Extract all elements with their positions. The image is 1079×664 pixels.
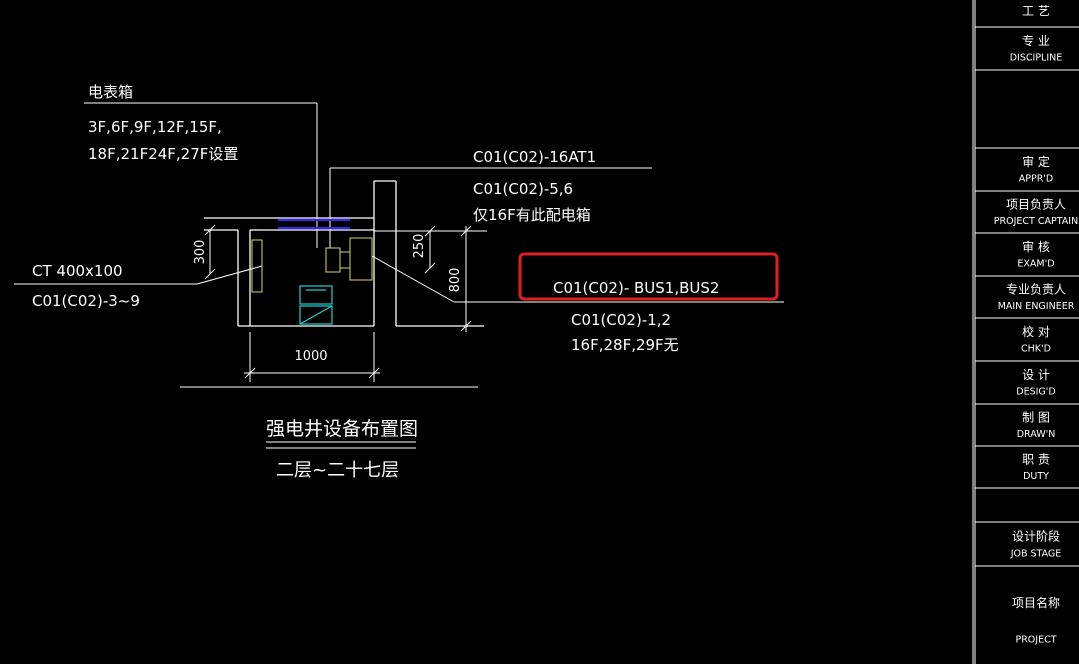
title-block-label-en: DISCIPLINE — [1010, 53, 1063, 64]
title-block-label-en: DRAW'N — [1017, 429, 1056, 440]
c12-label: C01(C02)-1,2 — [571, 311, 671, 329]
highlight-box[interactable] — [518, 252, 779, 301]
dimension-300: 300 — [193, 224, 216, 280]
cabinet-56-label: C01(C02)-5,6 — [473, 180, 573, 198]
title-block-label-cn: 专业负责人 — [1006, 282, 1066, 297]
c12-note: 16F,28F,29F无 — [571, 336, 679, 354]
title-block-label-cn: 制 图 — [1022, 411, 1050, 425]
dim-800-label: 800 — [448, 268, 463, 293]
title-block-label-en: PROJECT — [1015, 634, 1056, 645]
title-block-label-cn: 职 责 — [1022, 453, 1050, 467]
dim-300-label: 300 — [193, 240, 208, 265]
drawing-subtitle: 二层~二十七层 — [276, 460, 399, 481]
drawing-title: 强电井设备布置图 — [266, 418, 418, 440]
meter-floors-line2: 18F,21F24F,27F设置 — [88, 145, 238, 163]
busway-lines[interactable] — [278, 219, 350, 229]
meter-floors-line1: 3F,6F,9F,12F,15F, — [88, 118, 222, 136]
drawing-title-block: 强电井设备布置图 二层~二十七层 — [266, 418, 418, 481]
meter-box-label: 电表箱 — [88, 83, 133, 101]
title-block-label-en: CHK'D — [1021, 344, 1051, 355]
distribution-cabinet[interactable] — [325, 237, 373, 281]
title-block-label-en: APPR'D — [1019, 174, 1053, 185]
shaft-walls[interactable] — [204, 180, 484, 327]
cabinet-56-note: 仅16F有此配电箱 — [473, 206, 591, 224]
title-block-label-cn: 专 业 — [1022, 33, 1050, 48]
title-block-label-cn: 项目负责人 — [1006, 198, 1066, 212]
title-block-label-en: EXAM'D — [1017, 259, 1054, 270]
title-block-label-cn: 审 核 — [1022, 239, 1050, 254]
dimension-250: 250 — [412, 225, 436, 274]
title-block-label-cn: 设计阶段 — [1012, 528, 1060, 543]
at1-label: C01(C02)-16AT1 — [473, 148, 596, 166]
dimension-1000: 1000 — [244, 332, 380, 382]
title-block-label-cn: 校 对 — [1022, 324, 1050, 339]
cable-tray[interactable] — [251, 239, 263, 293]
title-block-label-en: PROJECT CAPTAIN — [994, 216, 1078, 227]
cable-tray-label: CT 400x100 — [32, 262, 123, 280]
dim-1000-label: 1000 — [294, 349, 327, 364]
dim-250-label: 250 — [412, 234, 427, 259]
title-block-label-en: MAIN ENGINEER — [998, 301, 1075, 312]
title-block-label-en: DUTY — [1023, 471, 1049, 482]
c3-9-label: C01(C02)-3~9 — [32, 292, 140, 310]
title-block-label-cn: 设 计 — [1022, 368, 1050, 382]
dimension-800: 800 — [448, 225, 472, 332]
title-block-sidebar: 工 艺专 业 DISCIPLINE 审 定 APPR'D 项目负责人 PROJECT CA… — [972, 0, 1079, 664]
title-block-label-cn: 工 艺 — [1022, 4, 1050, 18]
bus-label: C01(C02)- BUS1,BUS2 — [553, 279, 719, 297]
title-block-label-cn: 审 定 — [1022, 154, 1050, 169]
title-block-label-en: JOB STAGE — [1010, 548, 1062, 559]
annotations: 电表箱 3F,6F,9F,12F,15F, 18F,21F24F,27F设置 C… — [32, 83, 719, 354]
electric-meter-box[interactable] — [299, 285, 333, 325]
title-block-label-en: DESIG'D — [1016, 387, 1055, 398]
title-block-label-cn: 项目名称 — [1012, 595, 1060, 610]
